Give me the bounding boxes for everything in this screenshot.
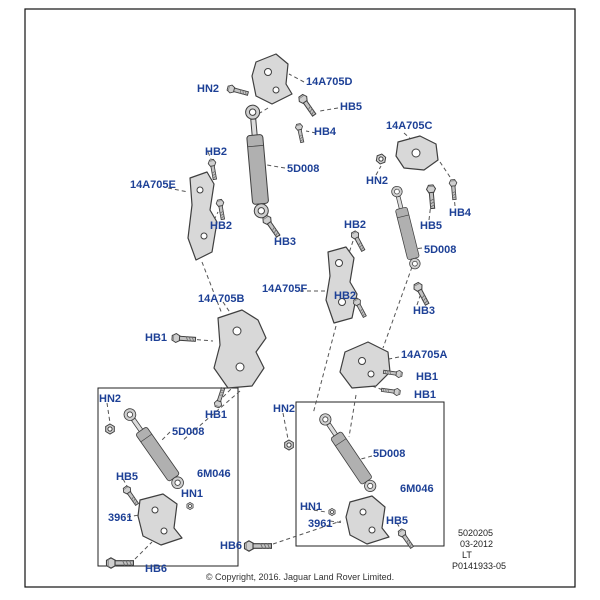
doc-date: 03-2012 — [460, 539, 494, 549]
callout-hn2-4: HN2 — [273, 403, 296, 415]
callout-hb3-2: HB3 — [413, 305, 436, 317]
bolt-hb2-2 — [215, 198, 228, 221]
leader-lines — [106, 73, 456, 560]
shock-absorber-5d008-top — [243, 104, 271, 219]
nut-hn2-2 — [105, 423, 115, 435]
bolt-hb4-1 — [294, 122, 307, 144]
bolt-hb6-1 — [243, 540, 272, 552]
callout-hn2-3: HN2 — [99, 393, 122, 405]
callout-hb3-1: HB3 — [274, 236, 297, 248]
callout-5d008-2: 5D008 — [424, 244, 457, 256]
bolt-hb5-2 — [425, 184, 438, 210]
doc-number: 5020205 — [458, 528, 494, 538]
callout-14a705f: 14A705F — [262, 283, 308, 295]
callout-14a705c: 14A705C — [386, 120, 433, 132]
callout-14a705e: 14A705E — [130, 179, 176, 191]
kit-box-left-6m046 — [97, 387, 239, 567]
callout-hb5-3: HB5 — [116, 471, 139, 483]
callout-hb4-1: HB4 — [314, 126, 337, 138]
drawing-border — [24, 8, 576, 588]
callout-6m046-1: 6M046 — [197, 468, 231, 480]
bolt-hb3-2 — [411, 280, 432, 307]
callout-hn1-2: HN1 — [300, 501, 323, 513]
callout-hb1-3: HB1 — [414, 389, 437, 401]
callout-hb6-1: HB6 — [220, 540, 243, 552]
callout-hb1-2: HB1 — [416, 371, 439, 383]
callout-3961-1: 3961 — [108, 512, 133, 524]
nut-hn2-3 — [284, 439, 294, 451]
callout-5d008-3: 5D008 — [172, 426, 205, 438]
callout-hb5-2: HB5 — [420, 220, 443, 232]
doc-drawing-ref: P0141933-05 — [452, 561, 507, 571]
callout-hb1-4: HB1 — [205, 409, 228, 421]
bracket-14a705a-drawing — [339, 341, 391, 389]
bolt-hb1-3 — [380, 385, 401, 397]
callout-hb2-4: HB2 — [334, 290, 357, 302]
callout-hn1-1: HN1 — [181, 488, 204, 500]
bracket-14a705b-drawing — [213, 309, 267, 389]
callout-14a705a: 14A705A — [401, 349, 448, 361]
copyright-text: © Copyright, 2016. Jaguar Land Rover Lim… — [205, 572, 395, 582]
kit-box-right-6m046 — [295, 401, 445, 547]
bolt-hb3-1 — [260, 213, 283, 240]
callout-hb5-4: HB5 — [386, 515, 409, 527]
bolt-hb6-2 — [105, 557, 135, 569]
nut-hn2-1 — [375, 152, 387, 166]
bolt-hb1-4 — [212, 386, 228, 409]
bolt-hb5-3 — [121, 484, 141, 508]
bolt-hb5-1 — [296, 92, 319, 119]
callout-5d008-1: 5D008 — [287, 163, 320, 175]
callout-hb2-3: HB2 — [344, 219, 367, 231]
callout-hb2-1: HB2 — [205, 146, 228, 158]
shock-absorber-5d008-kit-right — [316, 410, 380, 495]
nut-hn1-1 — [186, 502, 194, 510]
callout-hb6-2: HB6 — [145, 563, 168, 575]
bracket-14a705f-drawing — [325, 246, 358, 324]
shock-absorber-5d008-right — [389, 184, 423, 271]
bracket-14a705e-drawing — [187, 171, 218, 261]
bracket-14a705c-drawing — [395, 135, 439, 171]
callout-hb5-1: HB5 — [340, 101, 363, 113]
callout-14a705d: 14A705D — [306, 76, 353, 88]
bolt-hn2-top — [226, 83, 250, 98]
callout-14a705b: 14A705B — [198, 293, 245, 305]
callout-hb4-2: HB4 — [449, 207, 472, 219]
callout-hb2-2: HB2 — [210, 220, 233, 232]
bolt-hb2-3 — [349, 229, 368, 253]
callout-3961-2: 3961 — [308, 518, 333, 530]
bracket-3961-right-drawing — [345, 495, 390, 545]
bracket-3961-left-drawing — [137, 493, 183, 546]
doc-market-code: LT — [462, 550, 472, 560]
callout-hn2-2: HN2 — [366, 175, 389, 187]
bolt-hb1-1 — [171, 332, 197, 345]
bracket-14a705d-drawing — [251, 53, 293, 105]
callout-5d008-4: 5D008 — [373, 448, 406, 460]
nut-hn1-2 — [328, 508, 336, 516]
callout-hn2-1: HN2 — [197, 83, 220, 95]
bolt-hb4-2 — [448, 178, 459, 201]
callout-6m046-2: 6M046 — [400, 483, 434, 495]
callout-hb1-1: HB1 — [145, 332, 168, 344]
